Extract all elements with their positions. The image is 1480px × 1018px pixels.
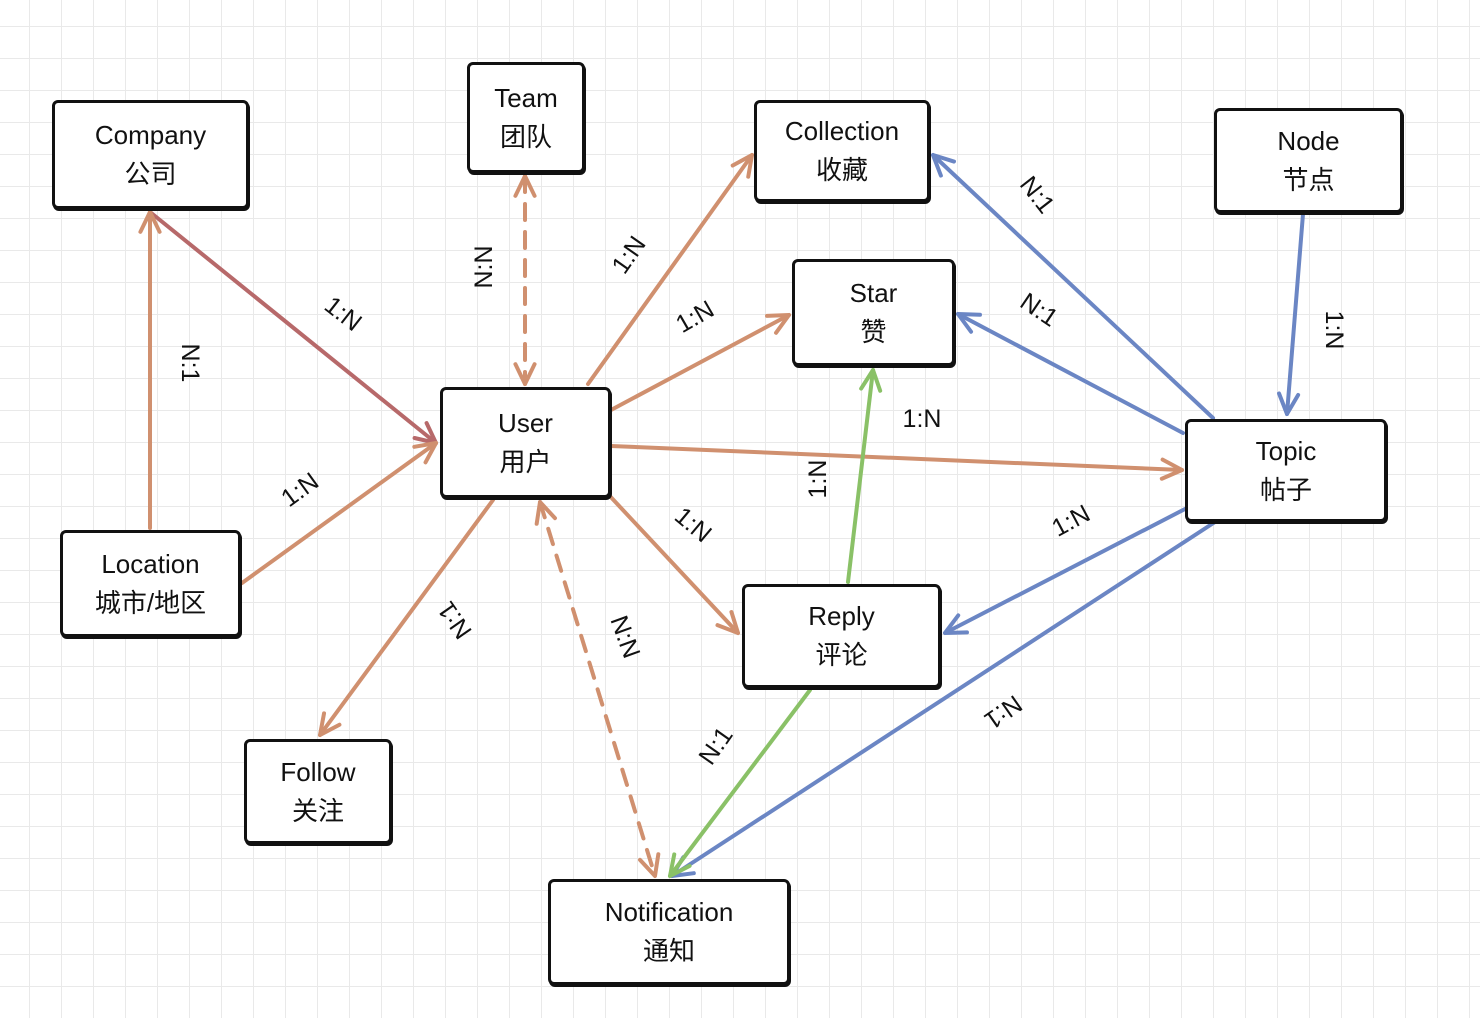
team-node[interactable]: Team 团队 (467, 62, 585, 173)
edge-node-topic (1277, 212, 1305, 416)
edge-label-location-company: N:1 (176, 343, 204, 383)
edge-user-reply (605, 491, 740, 635)
edge-label-user-topic: 1:N (902, 405, 942, 433)
edge-reply-notification (668, 688, 812, 878)
user-label: User (498, 407, 553, 438)
location-label-zh: 城市/地区 (94, 587, 207, 618)
node-node[interactable]: Node 节点 (1214, 108, 1403, 213)
edge-topic-reply (943, 507, 1187, 635)
edge-topic-collection (931, 153, 1215, 420)
edge-user-topic (609, 444, 1184, 481)
edge-location-company (138, 210, 162, 530)
notification-label-zh: 通知 (642, 936, 695, 966)
notification-label: Notification (604, 897, 734, 927)
edge-label-reply-star: 1:N (804, 459, 832, 499)
topic-label: Topic (1255, 435, 1317, 466)
edge-user-follow (318, 498, 495, 737)
reply-label-zh: 评论 (815, 640, 868, 670)
node-label: Node (1277, 125, 1340, 156)
edge-topic-notification (670, 520, 1217, 878)
reply-node[interactable]: Reply 评论 (742, 584, 941, 688)
user-node[interactable]: User 用户 (440, 387, 611, 498)
company-node[interactable]: Company 公司 (52, 100, 249, 209)
edge-label-node-topic: 1:N (1320, 310, 1348, 350)
topic-node[interactable]: Topic 帖子 (1185, 419, 1387, 522)
collection-label: Collection (784, 116, 900, 146)
edge-topic-star (956, 312, 1185, 435)
edge-location-user (240, 441, 438, 585)
star-node[interactable]: Star 赞 (792, 259, 955, 366)
edge-team-user (513, 174, 537, 386)
location-node[interactable]: Location 城市/地区 (60, 530, 241, 637)
collection-label-zh: 收藏 (815, 155, 868, 185)
edge-user-collection (586, 153, 754, 386)
company-label: Company (94, 119, 207, 150)
edge-reply-star (846, 368, 883, 584)
star-label: Star (849, 277, 898, 308)
location-label: Location (101, 548, 200, 579)
edge-user-star (609, 313, 791, 412)
edge-user-notification (534, 500, 661, 878)
follow-label: Follow (280, 756, 356, 787)
star-label-zh: 赞 (860, 316, 887, 347)
reply-label: Reply (808, 601, 875, 631)
follow-label-zh: 关注 (291, 795, 344, 826)
collection-node[interactable]: Collection 收藏 (754, 100, 930, 202)
topic-label-zh: 帖子 (1259, 474, 1312, 505)
follow-node[interactable]: Follow 关注 (244, 739, 392, 844)
edge-label-team-user: N:N (470, 245, 498, 289)
notification-node[interactable]: Notification 通知 (548, 879, 790, 985)
team-label-zh: 团队 (499, 121, 552, 152)
company-label-zh: 公司 (124, 158, 177, 189)
team-label: Team (494, 82, 558, 113)
user-label-zh: 用户 (499, 446, 552, 477)
node-label-zh: 节点 (1282, 164, 1335, 195)
